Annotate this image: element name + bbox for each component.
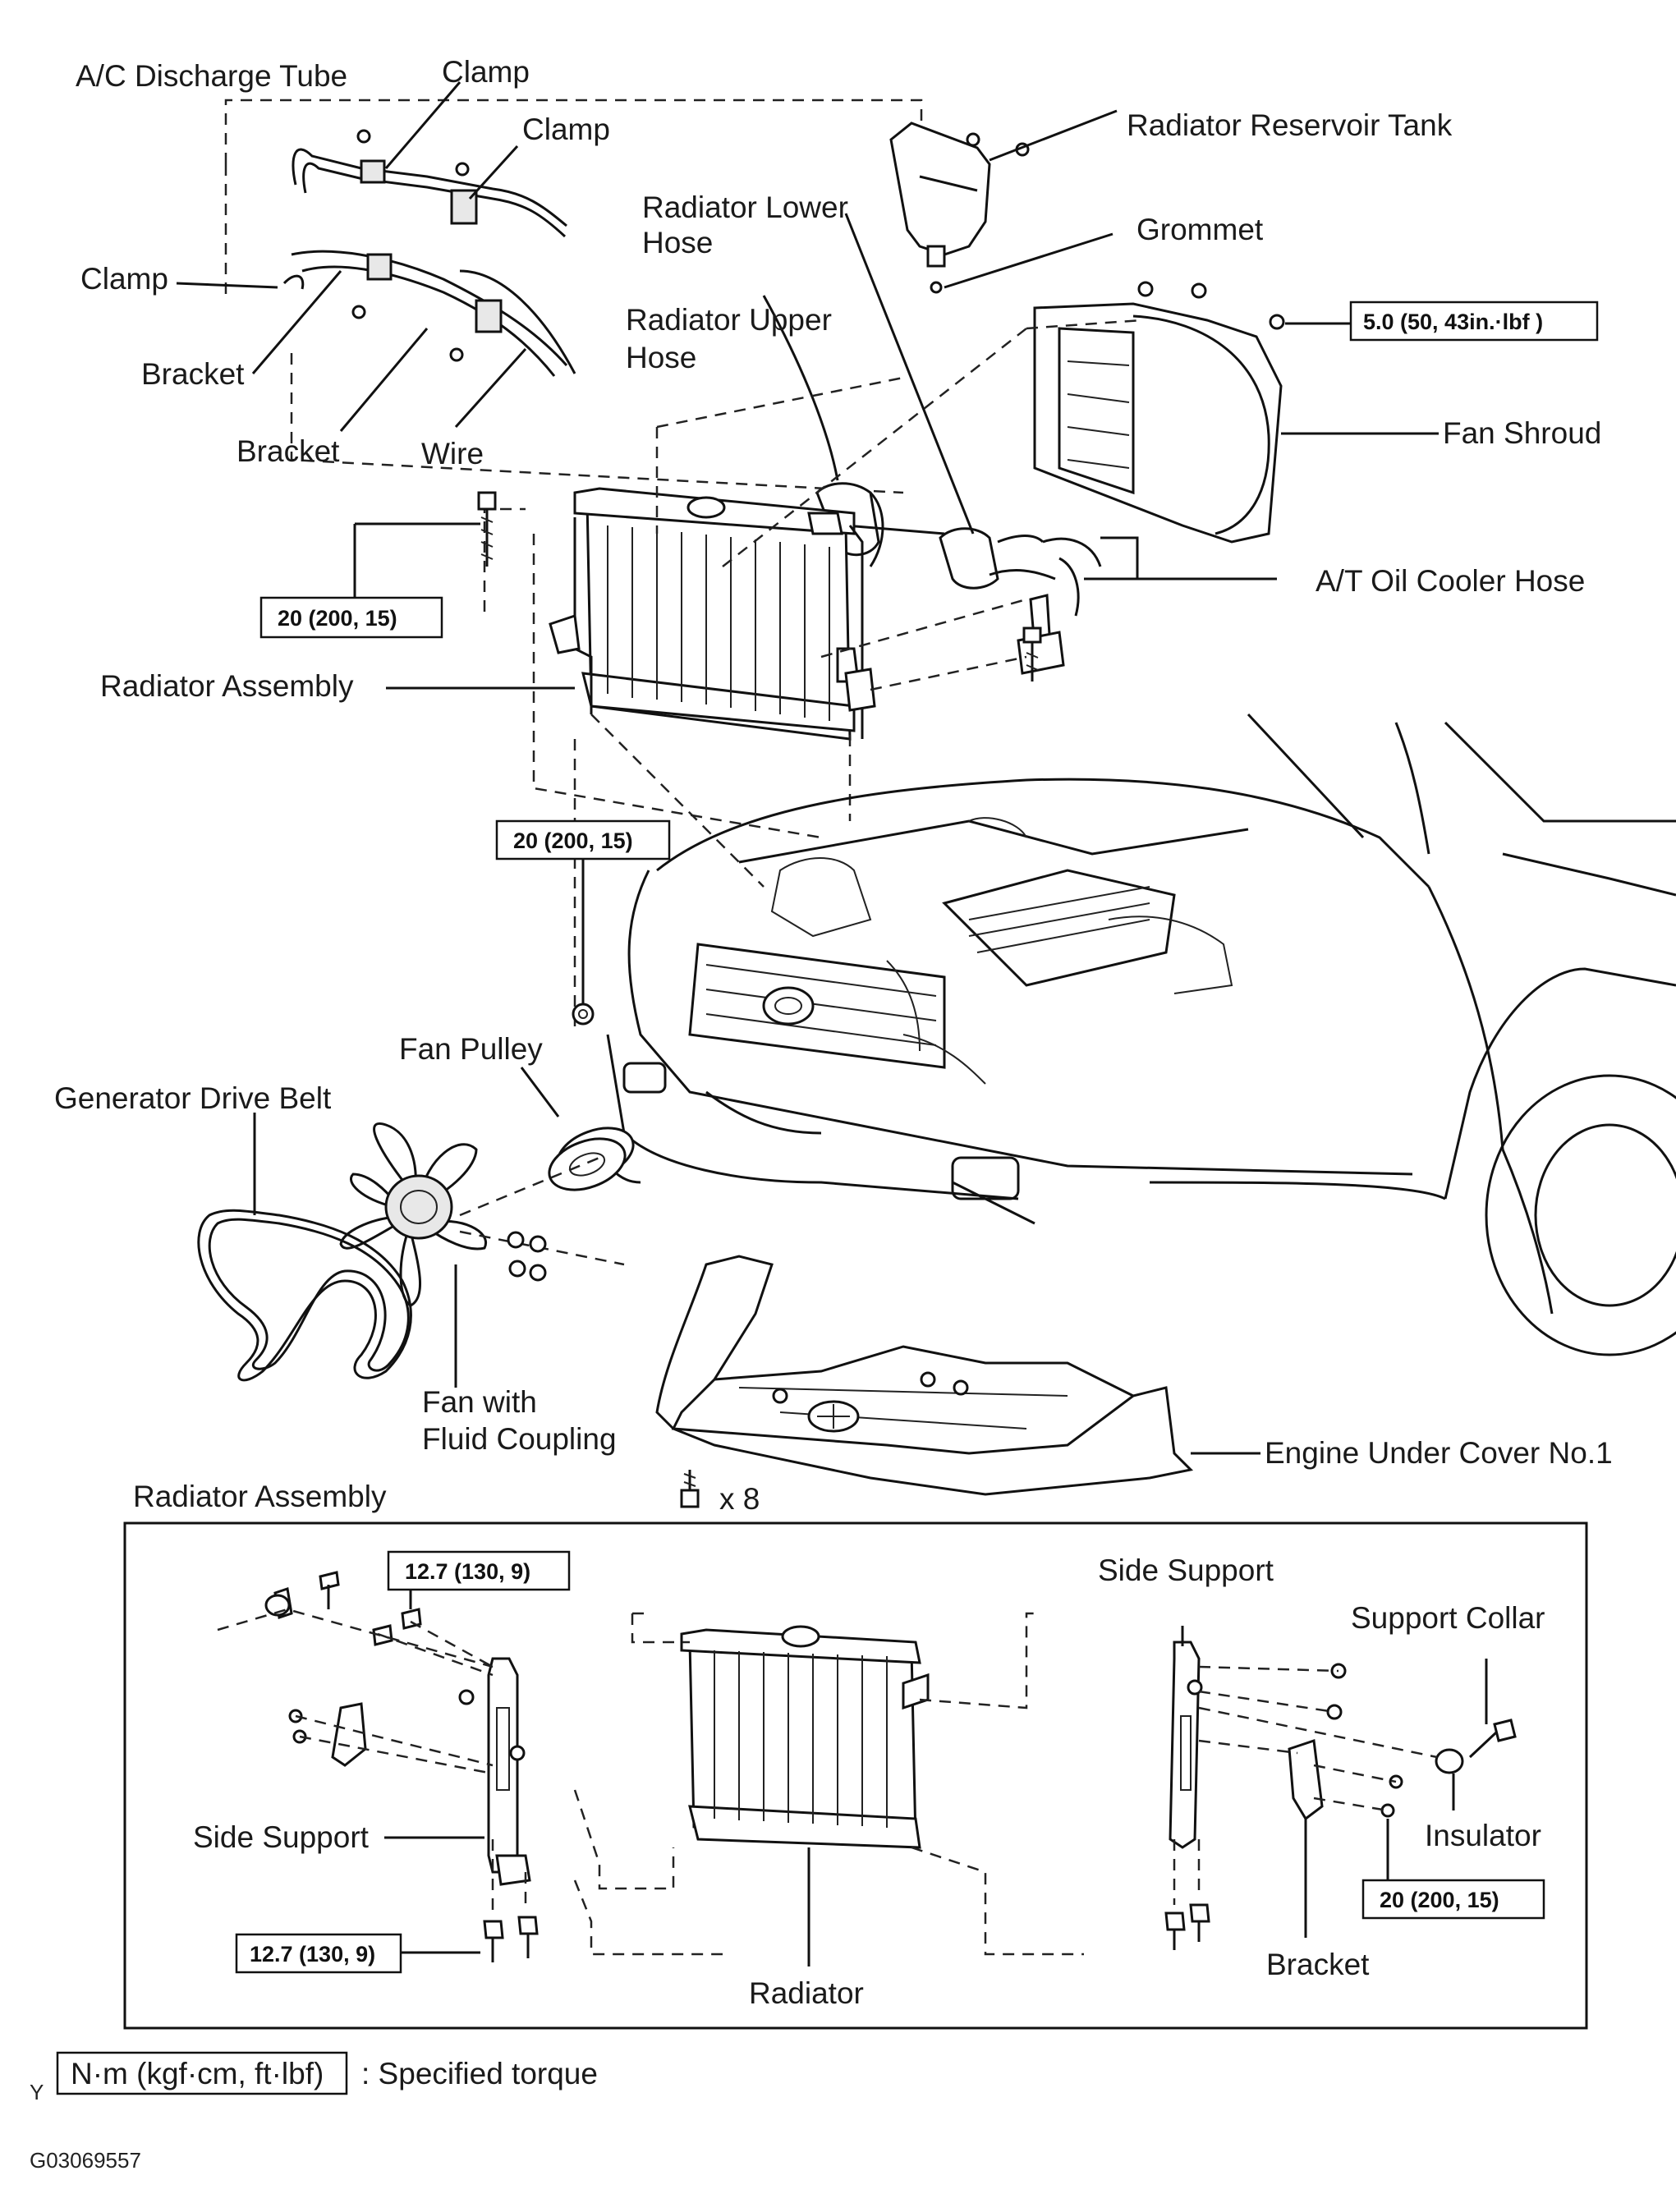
legend-marker: Y (30, 2080, 44, 2104)
torque-inset-top: 12.7 (130, 9) (405, 1559, 530, 1584)
label-bracket-2: Bracket (236, 434, 340, 468)
label-engine-under-cover: Engine Under Cover No.1 (1265, 1436, 1613, 1470)
inset-bracket-right (1288, 1738, 1324, 1821)
label-bolt-count: x 8 (719, 1482, 760, 1516)
torque-lower-left: 20 (200, 15) (513, 828, 633, 853)
torque-box-shroud (1349, 301, 1599, 342)
label-fan-shroud: Fan Shroud (1443, 416, 1601, 450)
label-inset-title: Radiator Assembly (133, 1480, 387, 1513)
torque-shroud: 5.0 (50, 43in.·lbf ) (1363, 310, 1543, 334)
legend-unit-text: N·m (kgf·cm, ft·lbf) (71, 2057, 324, 2090)
label-radiator-upper-hose-2: Hose (626, 341, 696, 374)
inset-radiator (573, 1612, 1084, 1966)
figure-id: G03069557 (30, 2148, 141, 2173)
toyota-emblem (762, 986, 815, 1026)
label-grommet: Grommet (1136, 213, 1264, 246)
torque-box-upper-left (259, 596, 443, 639)
torque-inset-right: 20 (200, 15) (1380, 1888, 1499, 1912)
fan-shroud (1033, 281, 1439, 544)
inset-frame (123, 1521, 1588, 2030)
torque-specs: 5.0 (50, 43in.·lbf ) 20 (200, 15) 20 (20… (235, 301, 1599, 1974)
label-bracket-inset: Bracket (1266, 1948, 1370, 1981)
insulator-part (1435, 1748, 1464, 1774)
nut-lower-left (572, 854, 595, 1026)
legend-meaning: : Specified torque (361, 2057, 598, 2090)
radiator-main (549, 487, 876, 741)
label-radiator-assembly: Radiator Assembly (100, 669, 354, 703)
under-cover-bolt (680, 1470, 700, 1508)
label-generator-drive-belt: Generator Drive Belt (54, 1081, 332, 1115)
fan-with-fluid-coupling (339, 1122, 625, 1388)
label-radiator-lower-hose-2: Hose (642, 226, 713, 259)
label-clamp-mid: Clamp (522, 112, 610, 146)
label-radiator: Radiator (749, 1976, 864, 2010)
inset-right-side-support (1164, 1626, 1517, 1950)
label-clamp-left: Clamp (80, 262, 168, 296)
label-bracket-1: Bracket (141, 357, 245, 391)
inset-left-side-support (217, 1571, 539, 1962)
label-support-collar: Support Collar (1351, 1601, 1545, 1635)
label-clamp-top: Clamp (442, 55, 530, 89)
torque-box-inset-right (1361, 1879, 1545, 1920)
radiator-hoses (762, 213, 1277, 675)
generator-drive-belt (197, 1113, 412, 1382)
bolt-cooler-hose (1022, 626, 1042, 681)
label-ac-discharge-tube: A/C Discharge Tube (76, 59, 347, 93)
bolt-upper-left (353, 491, 497, 598)
torque-legend: Y N·m (kgf·cm, ft·lbf) : Specified torqu… (30, 2051, 598, 2173)
radiator-guides (483, 319, 1142, 1026)
radiator-reservoir-tank (889, 109, 1118, 294)
label-radiator-upper-hose-1: Radiator Upper (626, 303, 832, 337)
label-insulator: Insulator (1425, 1819, 1541, 1852)
label-side-support-right: Side Support (1098, 1553, 1274, 1587)
clamp-lower-part (475, 299, 503, 333)
label-fan-pulley: Fan Pulley (399, 1032, 543, 1066)
inset-bracket-left (331, 1702, 367, 1767)
label-side-support-left: Side Support (193, 1820, 370, 1854)
torque-box-lower-left (495, 819, 671, 860)
label-wire: Wire (421, 437, 484, 470)
grommet-part (930, 281, 943, 294)
leaders-top-left (176, 81, 527, 432)
clamp-left-part (366, 253, 393, 281)
labels: A/C Discharge Tube Clamp Clamp Clamp Rad… (54, 55, 1613, 2010)
support-collar-part (1493, 1719, 1517, 1742)
label-at-oil-cooler-hose: A/T Oil Cooler Hose (1316, 564, 1585, 598)
torque-upper-left: 20 (200, 15) (278, 606, 397, 631)
vehicle-front-view (604, 713, 1676, 1356)
label-fan-with-fluid-coupling-1: Fan with (422, 1385, 537, 1419)
torque-box-inset-top (387, 1550, 571, 1591)
label-fan-with-fluid-coupling-2: Fluid Coupling (422, 1422, 617, 1456)
torque-inset-bottom: 12.7 (130, 9) (250, 1942, 375, 1966)
radiator-cap (686, 496, 726, 519)
label-radiator-reservoir-tank: Radiator Reservoir Tank (1127, 108, 1453, 142)
fan-pulley (520, 1067, 635, 1191)
engine-under-cover (655, 1255, 1260, 1496)
torque-box-inset-bottom (235, 1933, 402, 1974)
clamp-top-part (360, 159, 386, 184)
legend-unit-box (56, 2051, 348, 2095)
label-radiator-lower-hose-1: Radiator Lower (642, 190, 848, 224)
